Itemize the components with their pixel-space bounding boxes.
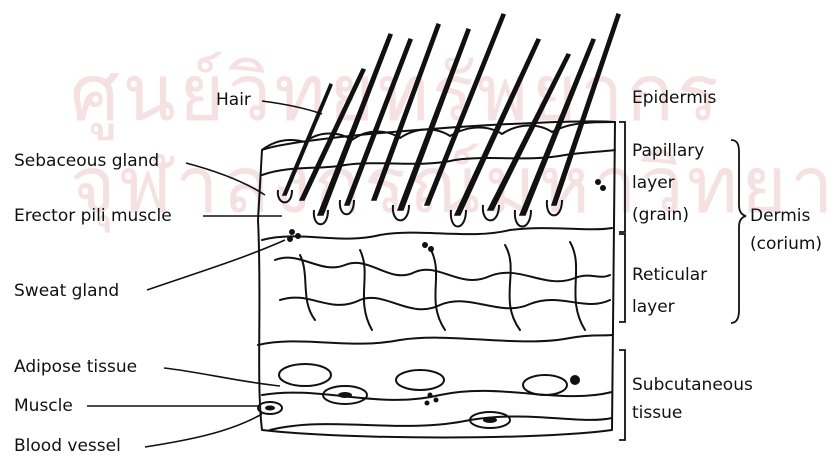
leader-adipose: [164, 368, 280, 386]
label-erector-pili-muscle: Erector pili muscle: [14, 205, 172, 227]
label-papillary-line-3: (grain): [632, 204, 689, 226]
label-dermis-line-1: Dermis: [750, 205, 810, 227]
label-adipose-tissue: Adipose tissue: [14, 356, 137, 378]
bracket-subcutaneous: [619, 350, 625, 440]
leader-blood: [145, 414, 262, 447]
label-hair: Hair: [216, 89, 251, 111]
label-reticular-line-1: Reticular: [632, 264, 707, 286]
bracket-papillary: [619, 122, 625, 232]
hair-shafts: [283, 14, 620, 215]
bracket-dermis: [731, 140, 746, 323]
leader-hair: [262, 101, 322, 114]
label-muscle: Muscle: [14, 395, 73, 417]
label-papillary-line-2: layer: [632, 172, 675, 194]
label-sebaceous-gland: Sebaceous gland: [14, 150, 159, 172]
leader-sweat: [147, 240, 285, 290]
label-blood-vessel: Blood vessel: [14, 435, 121, 456]
label-reticular-line-2: layer: [632, 296, 675, 318]
leader-sebaceous: [186, 163, 265, 195]
label-papillary-line-1: Papillary: [632, 140, 704, 162]
label-sweat-gland: Sweat gland: [14, 280, 119, 302]
dermis-boundary: [262, 228, 612, 240]
bracket-reticular: [619, 234, 625, 322]
label-subcutaneous-line-2: tissue: [632, 402, 682, 424]
label-epidermis: Epidermis: [632, 87, 716, 109]
subcutaneous-boundary: [258, 335, 612, 345]
label-dermis-line-2: (corium): [750, 233, 822, 255]
label-subcutaneous-line-1: Subcutaneous: [632, 374, 753, 396]
